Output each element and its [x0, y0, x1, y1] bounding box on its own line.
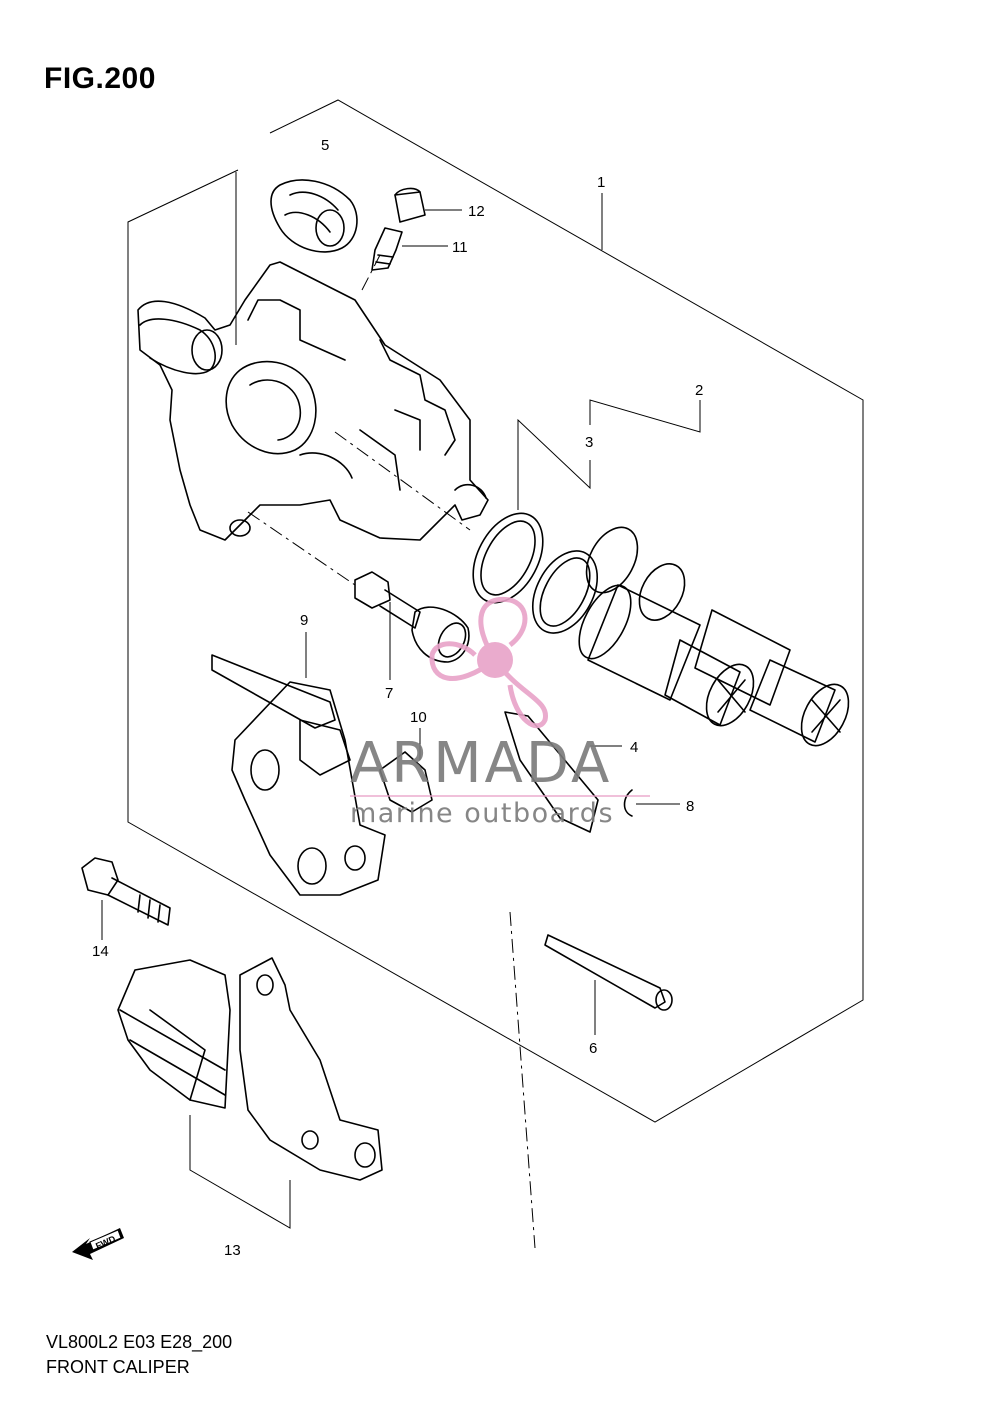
callout-8: 8 — [686, 798, 694, 815]
brake-pads-13 — [117, 957, 383, 1181]
boot-5 — [270, 179, 358, 253]
watermark-tagline: marine outboards — [350, 798, 614, 829]
callout-5: 5 — [321, 137, 329, 154]
pad-spring-4 — [504, 711, 622, 833]
figure-caption: FRONT CALIPER — [46, 1357, 190, 1377]
callout-13: 13 — [224, 1242, 241, 1259]
axis-pad-pin — [509, 911, 536, 1249]
model-code: VL800L2 E03 E28_200 — [46, 1332, 233, 1352]
watermark-brand: ARMADA — [350, 731, 612, 796]
propeller-logo-icon — [429, 596, 548, 729]
bleeder-cap-12 — [394, 187, 462, 223]
mounting-bolt-14 — [81, 857, 171, 940]
piston-2b — [694, 609, 850, 747]
pad-pin-6 — [544, 934, 673, 1035]
callout-6: 6 — [589, 1040, 597, 1057]
bracket-3 — [517, 418, 591, 510]
callout-1: 1 — [597, 174, 605, 191]
armada-watermark: ARMADA marine outboards — [350, 596, 650, 829]
callout-10: 10 — [410, 709, 427, 726]
slide-bolt-7 — [354, 571, 470, 680]
callout-12: 12 — [468, 203, 485, 220]
caliper-body — [137, 261, 489, 541]
callout-11: 11 — [452, 239, 468, 256]
callout-4: 4 — [630, 739, 638, 756]
callout-2: 2 — [695, 382, 703, 399]
assembly-frame — [127, 99, 864, 1123]
caliper-bracket-9 — [211, 654, 386, 896]
piston-seal-3a — [472, 512, 544, 604]
propeller-hub-icon — [477, 642, 513, 678]
callout-9: 9 — [300, 612, 308, 629]
dust-seal-3c — [585, 526, 686, 621]
callout-3: 3 — [585, 434, 593, 451]
fwd-label: FWD — [94, 1233, 117, 1251]
callout-14: 14 — [92, 943, 109, 960]
axis-piston — [334, 431, 471, 531]
bracket-2 — [589, 399, 701, 433]
bleeder-valve-11 — [371, 227, 448, 271]
piston-seal-3b — [531, 550, 599, 634]
figure-title: FIG.200 — [44, 62, 156, 95]
callout-7: 7 — [385, 685, 393, 702]
callout-labels: 1 2 3 4 5 6 7 8 9 10 11 12 13 14 — [92, 137, 703, 1259]
piston-2a — [578, 584, 755, 727]
axis-bleeder — [361, 254, 381, 291]
retaining-clip-8 — [623, 789, 680, 817]
fwd-direction-badge: FWD — [72, 1228, 124, 1260]
pad-clip-10 — [379, 728, 433, 813]
bracket-13 — [189, 1115, 291, 1229]
axis-bolt-7 — [247, 511, 356, 586]
